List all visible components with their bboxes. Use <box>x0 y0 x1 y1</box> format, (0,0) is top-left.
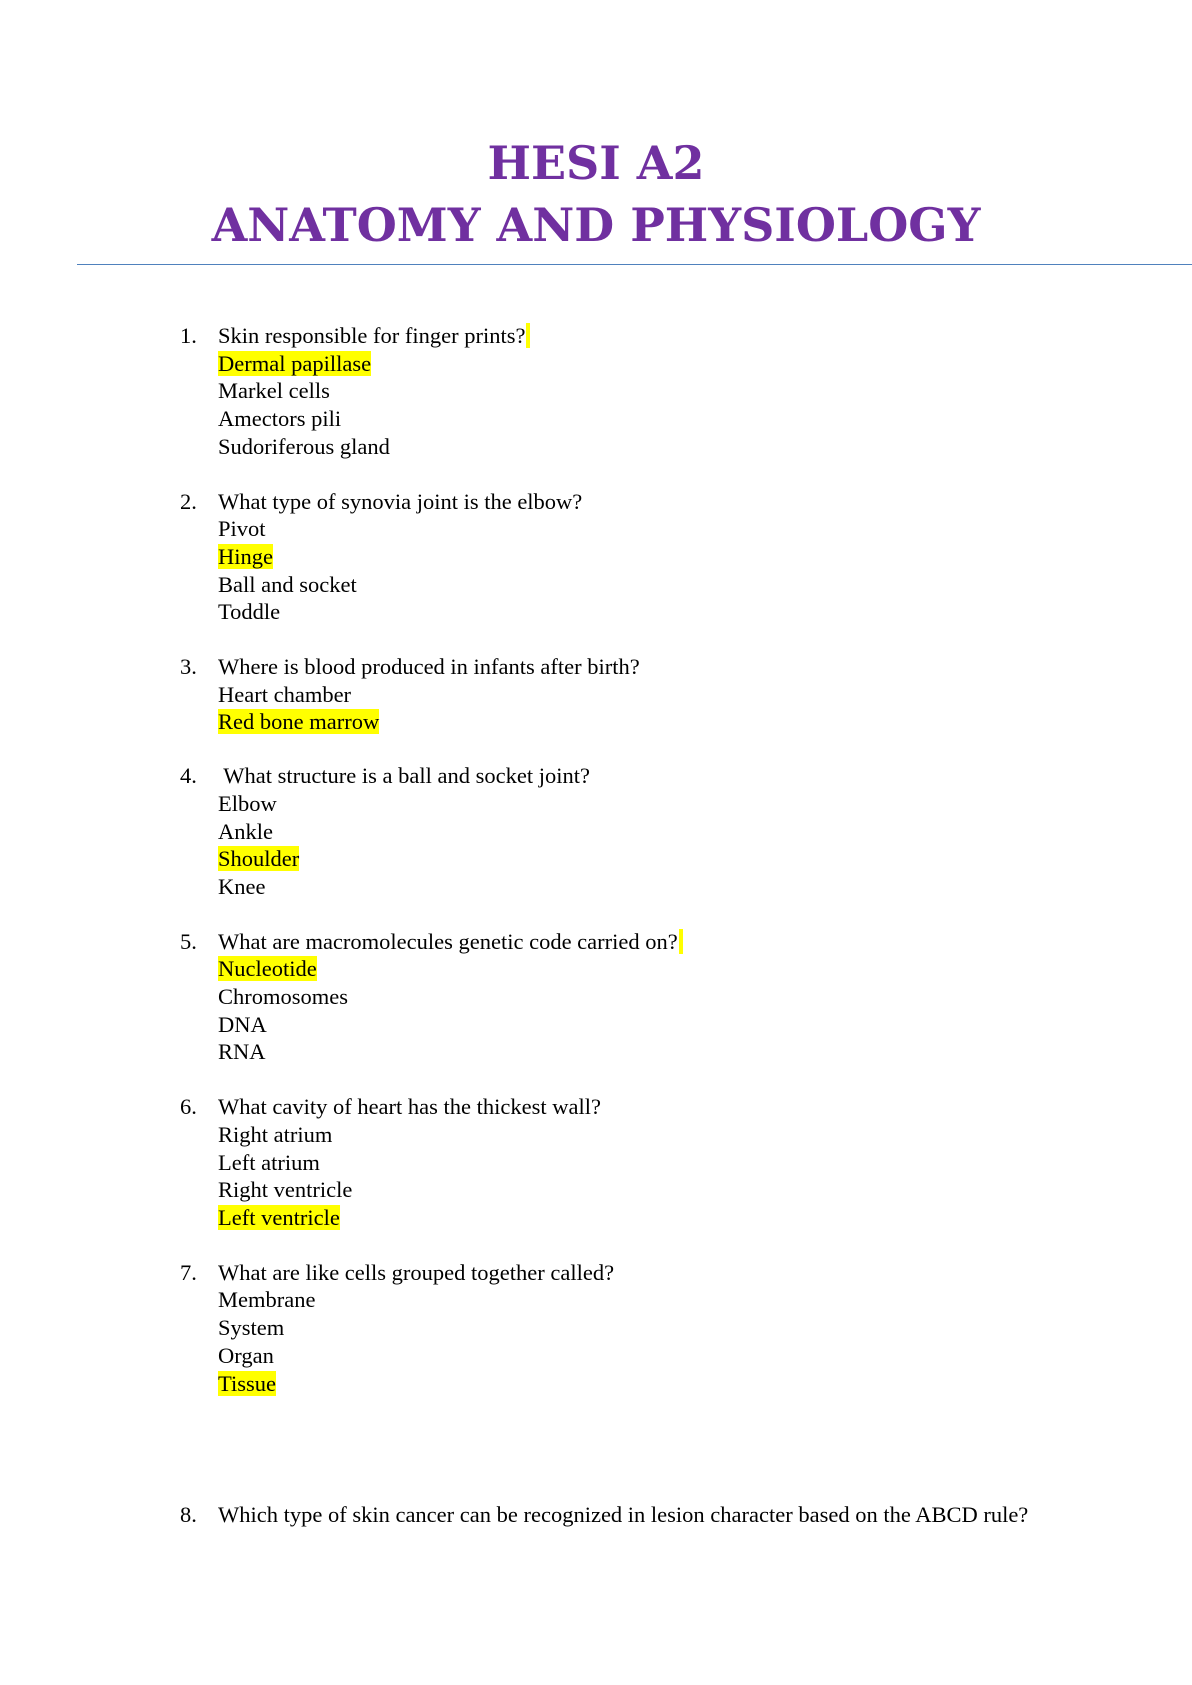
option: Knee <box>218 873 266 899</box>
option: Ankle <box>218 818 273 844</box>
question-number: 8. <box>180 1502 197 1528</box>
question-number: 7. <box>180 1259 197 1285</box>
option: Membrane <box>218 1287 316 1313</box>
option-list: Elbow Ankle Shoulder Knee <box>218 790 1060 901</box>
highlight-mark <box>526 323 531 348</box>
question-1: 1. Skin responsible for finger prints? D… <box>180 322 1060 461</box>
question-6: 6. What cavity of heart has the thickest… <box>180 1093 1060 1232</box>
option: Sudoriferous gland <box>218 433 390 459</box>
option: Chromosomes <box>218 984 349 1010</box>
option-list: Dermal papillase Markel cells Amectors p… <box>218 350 1060 461</box>
option-answer: Dermal papillase <box>218 350 372 376</box>
title-line-2: ANATOMY AND PHYSIOLOGY <box>211 198 981 252</box>
option: Heart chamber <box>218 681 352 707</box>
option-answer: Left ventricle <box>218 1204 340 1230</box>
question-text: What are macromolecules genetic code car… <box>218 928 678 954</box>
title-line-1: HESI A2 <box>487 136 705 190</box>
option-answer: Red bone marrow <box>218 709 380 735</box>
question-text: What are like cells grouped together cal… <box>218 1259 615 1285</box>
highlight-mark <box>678 928 683 954</box>
question-list: 1. Skin responsible for finger prints? D… <box>180 322 1060 1529</box>
question-2: 2. What type of synovia joint is the elb… <box>180 488 1060 627</box>
option: Left atrium <box>218 1149 320 1175</box>
question-number: 2. <box>180 488 197 514</box>
question-3: 3. Where is blood produced in infants af… <box>180 653 1060 736</box>
question-text: What structure is a ball and socket join… <box>218 763 590 789</box>
option-list: Right atrium Left atrium Right ventricle… <box>218 1121 1060 1232</box>
question-text: What cavity of heart has the thickest wa… <box>218 1094 601 1120</box>
option: Toddle <box>218 599 281 625</box>
question-text: Skin responsible for finger prints? <box>218 323 526 348</box>
option-answer: Hinge <box>218 543 273 569</box>
option: Markel cells <box>218 378 330 404</box>
question-text: What type of synovia joint is the elbow? <box>218 488 583 514</box>
question-number: 1. <box>180 323 197 348</box>
option: Pivot <box>218 516 266 542</box>
option: Ball and socket <box>218 571 357 597</box>
option-list: Membrane System Organ Tissue <box>218 1286 1060 1397</box>
option-answer: Tissue <box>218 1370 276 1396</box>
option-answer: Nucleotide <box>218 956 317 982</box>
question-text: Which type of skin cancer can be recogni… <box>218 1502 1029 1528</box>
question-number: 4. <box>180 763 197 789</box>
option: Organ <box>218 1342 274 1368</box>
option-answer: Shoulder <box>218 846 300 872</box>
question-text: Where is blood produced in infants after… <box>218 654 640 680</box>
option-list: Nucleotide Chromosomes DNA RNA <box>218 955 1060 1066</box>
option-list: Heart chamber Red bone marrow <box>218 681 1060 736</box>
option: Elbow <box>218 790 277 816</box>
page-title: HESI A2 ANATOMY AND PHYSIOLOGY <box>0 132 1192 256</box>
option-list: Pivot Hinge Ball and socket Toddle <box>218 515 1060 626</box>
option: Right ventricle <box>218 1177 353 1203</box>
question-5: 5. What are macromolecules genetic code … <box>180 928 1060 1067</box>
option: Right atrium <box>218 1121 333 1147</box>
question-number: 5. <box>180 928 197 954</box>
option: DNA <box>218 1011 267 1037</box>
question-number: 6. <box>180 1094 197 1120</box>
option: RNA <box>218 1039 266 1065</box>
question-7: 7. What are like cells grouped together … <box>180 1259 1060 1398</box>
title-divider <box>77 264 1192 265</box>
question-number: 3. <box>180 654 197 680</box>
option: Amectors pili <box>218 406 342 432</box>
question-4: 4. What structure is a ball and socket j… <box>180 762 1060 901</box>
question-8: 8. Which type of skin cancer can be reco… <box>180 1501 1060 1529</box>
option: System <box>218 1315 285 1341</box>
